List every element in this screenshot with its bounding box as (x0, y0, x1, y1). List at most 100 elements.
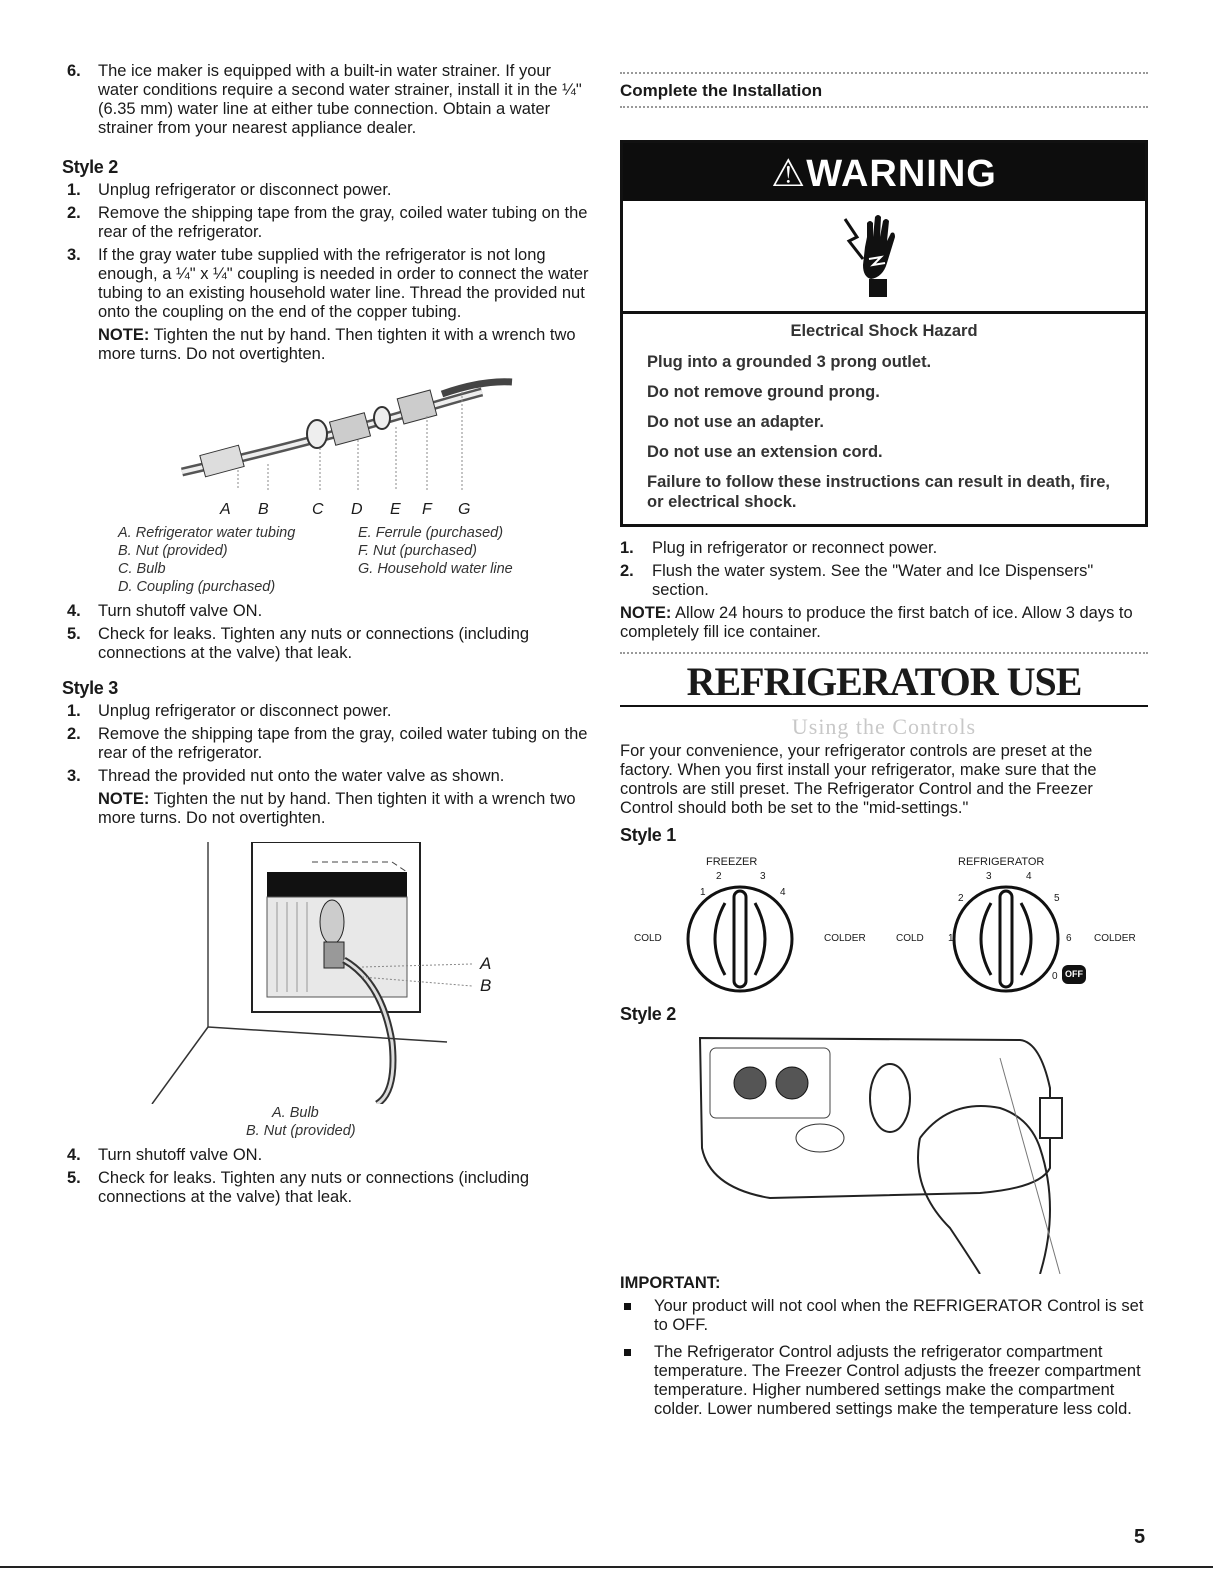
legend-item: A. Refrigerator water tubing (118, 525, 296, 541)
note-text: Tighten the nut by hand. Then tighten it… (98, 326, 576, 363)
style1-heading: Style 1 (620, 825, 676, 845)
step-number: 2. (67, 725, 81, 743)
control-panel-illustration (698, 1036, 1063, 1275)
refrigerator-use-title: REFRIGERATOR USE (686, 659, 1083, 704)
step-text: Remove the shipping tape from the gray, … (98, 204, 588, 241)
dial-number: 6 (1066, 933, 1072, 944)
figure-letter: C (312, 501, 324, 518)
dial-number: 4 (1026, 871, 1032, 882)
warning-line: Failure to follow these instructions can… (647, 473, 1110, 511)
step-text: The ice maker is equipped with a built-i… (98, 62, 582, 137)
step-text: Thread the provided nut onto the water v… (98, 767, 505, 785)
style2-heading: Style 2 (62, 157, 118, 177)
dotted-divider (620, 106, 1148, 108)
step-text: Turn shutoff valve ON. (98, 1146, 263, 1164)
style2-controls-heading: Style 2 (620, 1004, 676, 1024)
warning-line: Plug into a grounded 3 prong outlet. (647, 353, 932, 371)
step-number: 2. (620, 562, 634, 580)
step-text: Unplug refrigerator or disconnect power. (98, 181, 392, 199)
style3-heading: Style 3 (62, 678, 118, 698)
step-number: 3. (67, 767, 81, 785)
figure-letter: B (258, 501, 269, 518)
warning-line: Do not use an extension cord. (647, 443, 883, 461)
step-number: 5. (67, 1169, 81, 1187)
figure-letter: E (390, 501, 401, 518)
warning-line: Do not use an adapter. (647, 413, 824, 431)
style3-step-1: 1. Unplug refrigerator or disconnect pow… (62, 702, 592, 721)
legend-item: G. Household water line (358, 561, 513, 577)
dial-number: 0 (1052, 971, 1058, 982)
step-text: Flush the water system. See the "Water a… (652, 562, 1094, 599)
complete-step-2: 2. Flush the water system. See the "Wate… (620, 562, 1148, 600)
refrigerator-dial (952, 885, 1060, 993)
figure-letter: B (480, 976, 492, 995)
legend-item: F. Nut (purchased) (358, 543, 478, 559)
figure-letter: G (458, 501, 471, 518)
coupling-legend: A. Refrigerator water tubing B. Nut (pro… (118, 524, 592, 596)
important-bullet: The Refrigerator Control adjusts the ref… (620, 1343, 1148, 1419)
dial-number: 5 (1054, 893, 1060, 904)
dial-number: 2 (716, 871, 722, 882)
title-rule (620, 705, 1148, 707)
step-text: Turn shutoff valve ON. (98, 602, 263, 620)
page-number: 5 (1134, 1526, 1146, 1548)
legend-item: D. Coupling (purchased) (118, 579, 276, 595)
dotted-divider (620, 652, 1148, 654)
style3-step-5: 5. Check for leaks. Tighten any nuts or … (62, 1169, 592, 1207)
style2-step-3: 3. If the gray water tube supplied with … (62, 246, 592, 322)
dial-number: 1 (700, 887, 706, 898)
note-label: NOTE: (98, 790, 150, 808)
valve-illustration (151, 841, 473, 1107)
step-number: 4. (67, 1146, 81, 1164)
dotted-divider (620, 72, 1148, 74)
step-6: 6. The ice maker is equipped with a buil… (62, 62, 592, 138)
style2-control-figure (620, 1028, 1148, 1275)
valve-legend: A. Bulb B. Nut (provided) (246, 1104, 592, 1140)
style2-step-4: 4. Turn shutoff valve ON. (62, 602, 592, 621)
refrigerator-label: REFRIGERATOR (958, 856, 1045, 868)
legend-item: C. Bulb (118, 561, 166, 577)
style1-dials-figure: FREEZER REFRIGERATOR COLD COLDER COLD CO… (620, 849, 1148, 999)
warning-icon-area (623, 201, 1145, 314)
dial-number: 2 (958, 893, 964, 904)
note-label: NOTE: (98, 326, 150, 344)
complete-step-1: 1. Plug in refrigerator or reconnect pow… (620, 539, 1148, 558)
warning-body: Electrical Shock Hazard Plug into a grou… (623, 314, 1145, 524)
complete-note: NOTE: Allow 24 hours to produce the firs… (620, 604, 1148, 642)
dial-number: 4 (780, 887, 786, 898)
cold-label: COLD (896, 933, 924, 944)
figure-letter: F (422, 501, 432, 518)
step-text: Check for leaks. Tighten any nuts or con… (98, 625, 530, 662)
step-text: Plug in refrigerator or reconnect power. (652, 539, 938, 557)
note-label: NOTE: (620, 604, 672, 622)
using-controls-title: Using the Controls (791, 714, 977, 739)
step-text: Check for leaks. Tighten any nuts or con… (98, 1169, 530, 1206)
figure-letter: A (480, 954, 492, 973)
coupling-illustration (180, 378, 513, 490)
step-number: 5. (67, 625, 81, 643)
step-number: 3. (67, 246, 81, 264)
style3-note: NOTE: Tighten the nut by hand. Then tigh… (62, 790, 592, 828)
style2-step-2: 2. Remove the shipping tape from the gra… (62, 204, 592, 242)
style2-step-1: 1. Unplug refrigerator or disconnect pow… (62, 181, 592, 200)
complete-installation-title: Complete the Installation (620, 81, 823, 100)
step-number: 6. (67, 62, 81, 80)
figure-letter: D (351, 501, 363, 518)
coupling-figure-letters: A B C D E F G (62, 500, 592, 520)
style2-step-5: 5. Check for leaks. Tighten any nuts or … (62, 625, 592, 663)
step-number: 4. (67, 602, 81, 620)
coupling-figure (62, 372, 592, 500)
step-number: 2. (67, 204, 81, 222)
important-label: IMPORTANT: (620, 1274, 721, 1292)
legend-item: B. Nut (provided) (246, 1123, 356, 1139)
freezer-dial (686, 885, 794, 993)
hazard-name: Electrical Shock Hazard (790, 322, 978, 340)
step-text: Remove the shipping tape from the gray, … (98, 725, 588, 762)
warning-line: Do not remove ground prong. (647, 383, 880, 401)
style3-step-2: 2. Remove the shipping tape from the gra… (62, 725, 592, 763)
dial-number: 3 (760, 871, 766, 882)
freezer-label: FREEZER (706, 856, 758, 868)
left-column: 6. The ice maker is equipped with a buil… (62, 0, 592, 1211)
colder-label: COLDER (824, 933, 866, 944)
warning-title: ⚠WARNING (623, 143, 1145, 201)
